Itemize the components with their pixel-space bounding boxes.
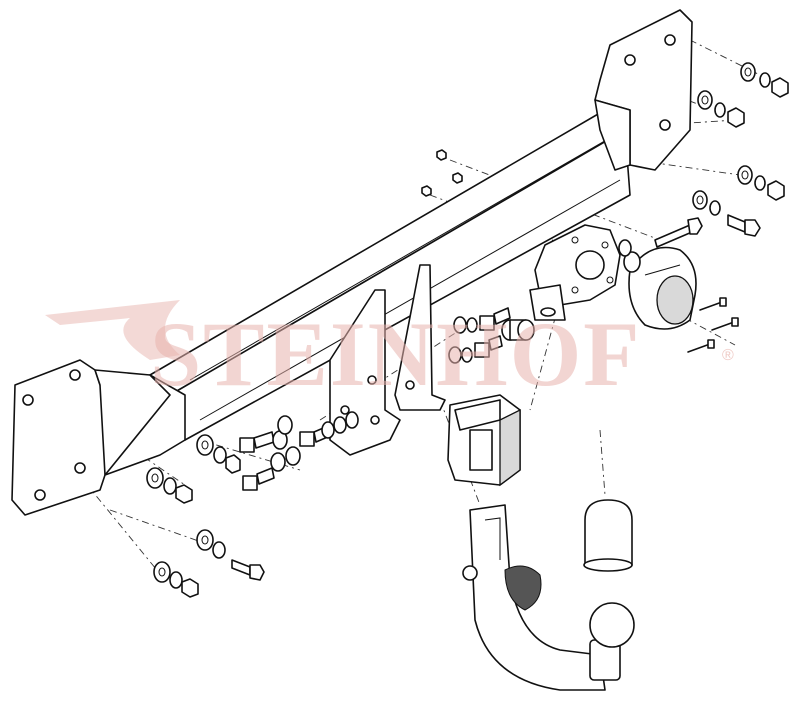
electrical-socket: [623, 246, 697, 330]
nut: [181, 578, 199, 598]
washer: [740, 62, 756, 82]
ball-cap: [583, 499, 633, 572]
ball-holder: [447, 394, 521, 487]
nut: [771, 77, 789, 98]
nut: [225, 454, 241, 474]
washer: [709, 200, 721, 216]
washer: [169, 571, 183, 589]
mount-hole: [624, 54, 636, 66]
right-mounting-plate: [594, 9, 693, 171]
washer: [277, 415, 293, 435]
washer: [461, 347, 473, 363]
mount-hole: [69, 369, 81, 381]
left-fasteners: [146, 467, 265, 598]
washer: [453, 316, 467, 334]
washer: [285, 446, 301, 466]
washer: [618, 239, 632, 257]
mount-hole: [74, 462, 86, 474]
washer: [692, 190, 708, 210]
washer: [448, 346, 462, 364]
washer: [153, 561, 171, 583]
screw: [699, 297, 727, 311]
crossbar: [149, 109, 631, 441]
washer: [737, 165, 753, 185]
washer: [759, 72, 771, 88]
right-fasteners: [618, 62, 789, 353]
mount-hole: [659, 119, 671, 131]
washer: [321, 421, 335, 439]
centre-fasteners: [448, 307, 535, 364]
mount-hole: [34, 489, 46, 501]
nut: [727, 107, 745, 128]
washer: [212, 541, 226, 559]
washer: [345, 411, 359, 429]
registered-mark: ®: [722, 347, 734, 364]
washer: [754, 175, 766, 191]
washer: [196, 529, 214, 551]
left-mounting-plate: [11, 359, 186, 516]
washer: [213, 446, 227, 464]
mount-hole: [22, 394, 34, 406]
steinhof-watermark: STEINHOF ®: [45, 300, 734, 405]
bolt: [239, 431, 275, 453]
socket-bracket: [529, 224, 621, 321]
bolt: [727, 214, 761, 237]
washer: [270, 452, 286, 472]
washer: [466, 317, 478, 333]
spacer-sleeve: [501, 319, 535, 341]
washer: [146, 467, 164, 489]
screw: [687, 339, 715, 353]
bolt: [474, 335, 503, 358]
nut: [767, 180, 785, 201]
screw: [711, 317, 739, 331]
washer: [697, 90, 713, 110]
bolt: [479, 307, 511, 331]
tow-ball: [589, 602, 635, 648]
washer: [196, 434, 214, 456]
nut: [175, 484, 193, 504]
long-bolt: [654, 217, 703, 248]
tow-ball-neck: [462, 504, 635, 691]
bolt: [231, 559, 265, 581]
mount-hole: [664, 34, 676, 46]
washer: [333, 416, 347, 434]
small-nuts: [421, 149, 463, 197]
watermark-text: STEINHOF: [150, 303, 641, 405]
washer: [163, 477, 177, 495]
washer: [714, 102, 726, 118]
bolt: [242, 467, 275, 491]
lower-fasteners: [196, 411, 359, 491]
